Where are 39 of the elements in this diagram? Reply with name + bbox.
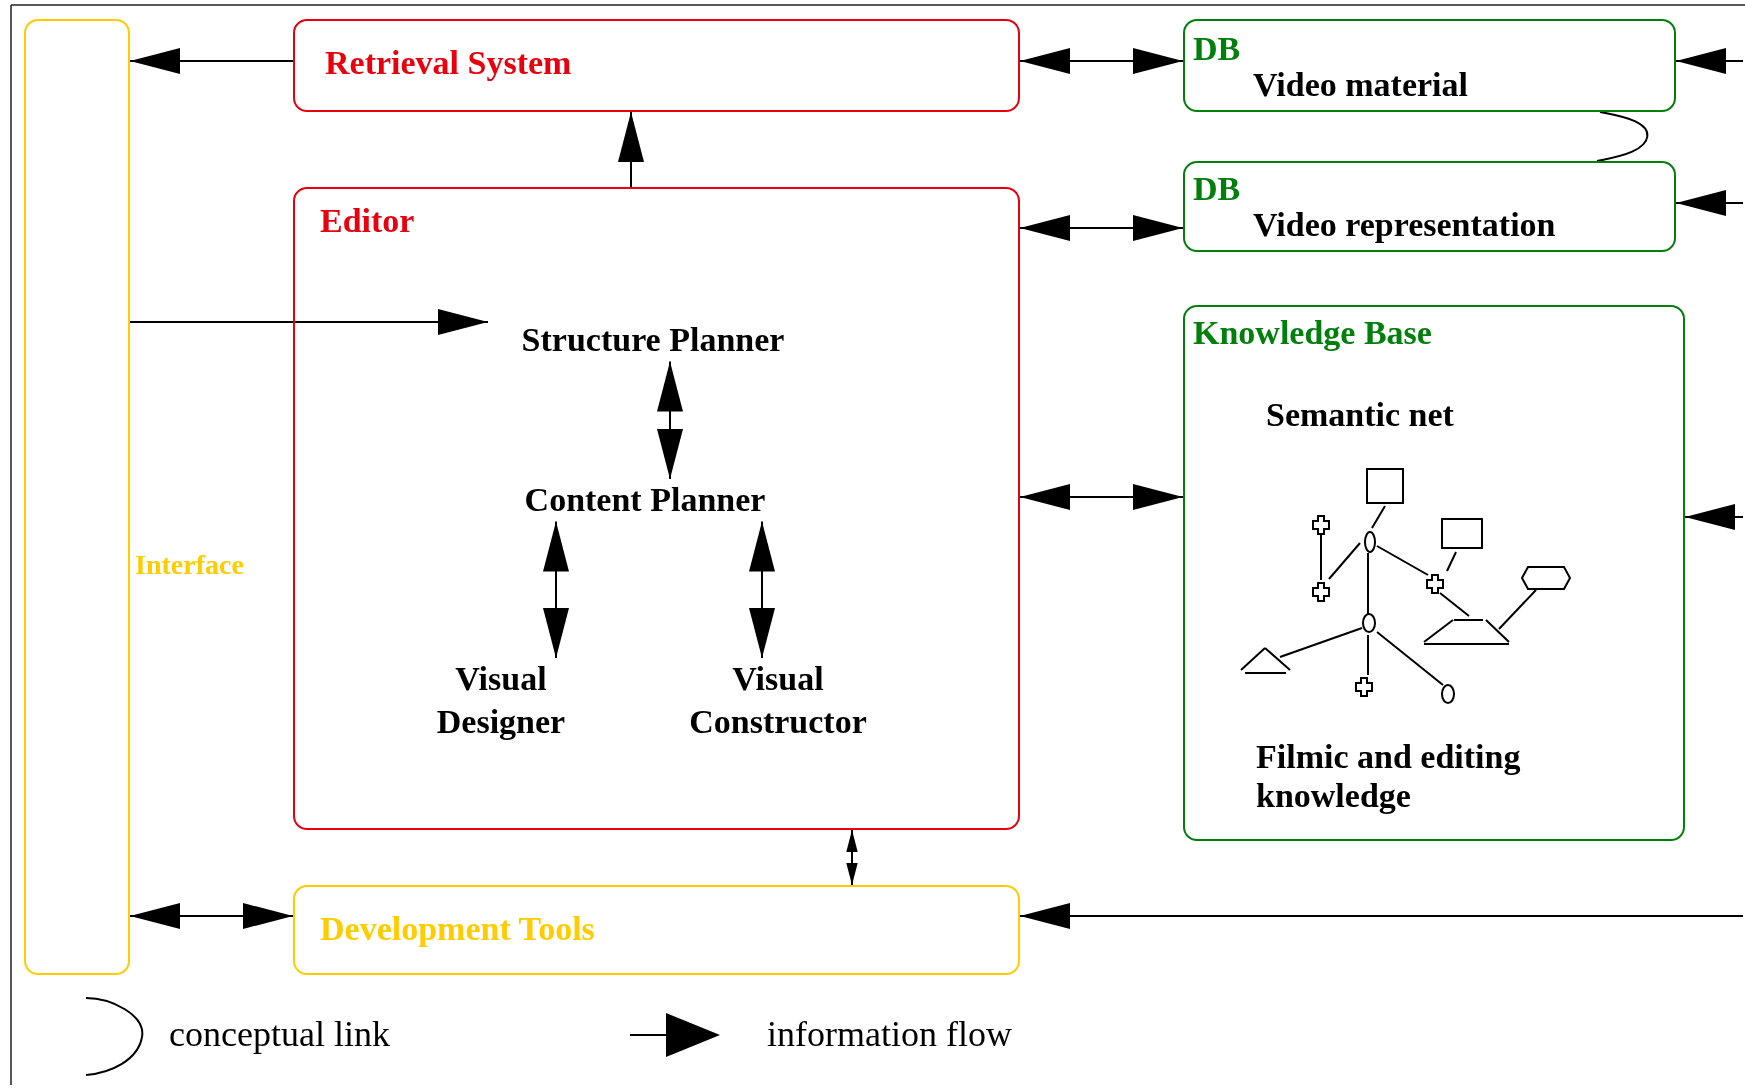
module-title: Development Tools — [320, 909, 595, 949]
knowledge-base-box — [1183, 305, 1685, 841]
conceptual-link — [1596, 111, 1649, 162]
section-label: Semantic net — [1266, 395, 1454, 435]
database-label: DB — [1193, 29, 1241, 69]
arrow — [657, 360, 683, 480]
legend-label: information flow — [767, 1013, 1012, 1055]
module-title: Knowledge Base — [1193, 313, 1432, 353]
database-box — [1183, 161, 1676, 252]
arrow — [129, 903, 294, 929]
arrow — [749, 520, 775, 659]
arrow — [846, 829, 858, 886]
arrow — [129, 48, 294, 74]
component-label: Structure Planner — [488, 319, 818, 362]
component-label: Content Planner — [485, 479, 805, 522]
arrow — [129, 309, 489, 335]
arrow — [618, 111, 644, 188]
arrow — [1684, 504, 1744, 530]
module-box — [293, 187, 1020, 830]
arrow — [543, 520, 569, 659]
module-title: Editor — [320, 201, 415, 241]
component-label: Visual Constructor — [648, 658, 908, 743]
arrow — [1019, 48, 1184, 74]
arrow — [1019, 903, 1744, 929]
database-box — [1183, 19, 1676, 112]
arrow — [1675, 48, 1744, 74]
legend-label: conceptual link — [169, 1013, 390, 1055]
arrow — [1019, 215, 1184, 241]
panel-title: Interface — [135, 549, 244, 582]
component-label: Visual Designer — [406, 658, 596, 743]
database-title: Video representation — [1253, 205, 1556, 245]
section-label: Filmic and editing knowledge — [1256, 737, 1522, 816]
arrow — [1019, 484, 1184, 510]
database-label: DB — [1193, 169, 1241, 209]
database-title: Video material — [1253, 65, 1468, 105]
arrow — [1675, 190, 1744, 216]
module-box — [293, 885, 1020, 975]
module-box — [293, 19, 1020, 112]
module-title: Retrieval System — [325, 43, 572, 83]
